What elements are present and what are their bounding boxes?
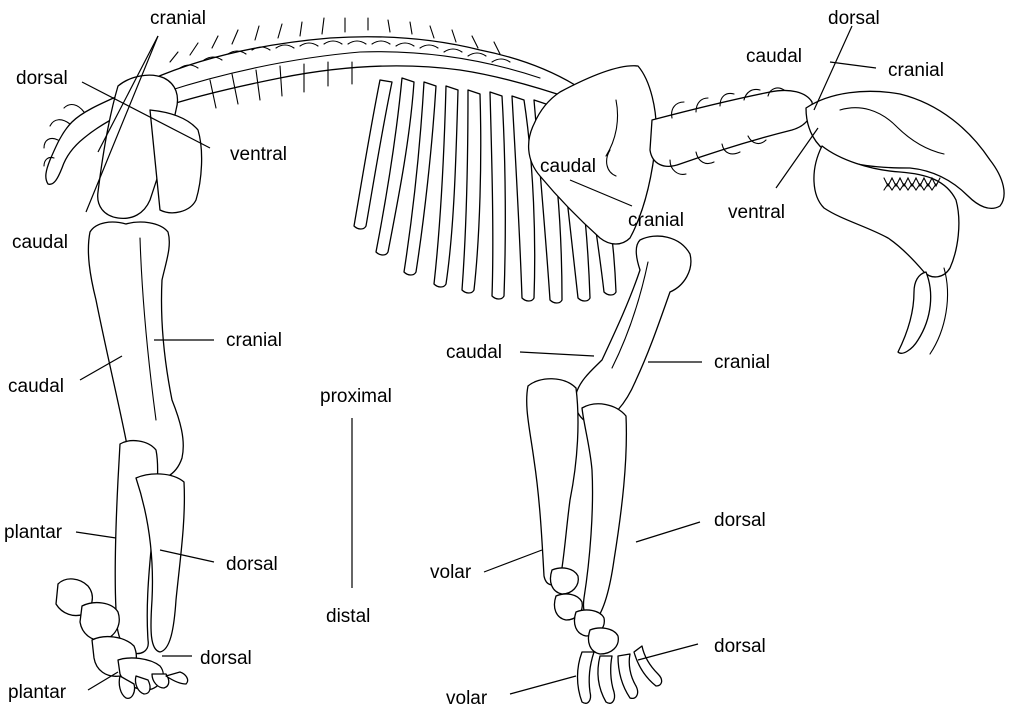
leader-fore-volar-upper — [484, 550, 542, 572]
label-hind-cranial-femur: cranial — [226, 330, 282, 351]
leader-fore-dorsal-foot — [638, 644, 698, 660]
label-hind-ventral: ventral — [230, 144, 287, 165]
leader-fore-volar-lower — [510, 676, 576, 694]
leader-hind-plantar-lower — [88, 672, 118, 690]
vertebral-column — [150, 18, 575, 108]
label-head-caudal: caudal — [746, 46, 802, 67]
label-hind-dorsal-foot: dorsal — [200, 648, 252, 669]
label-fore-cranial-humerus: cranial — [714, 352, 770, 373]
leader-head-ventral — [776, 128, 818, 188]
leader-hind-plantar-upper — [76, 532, 116, 538]
label-hind-dorsal-tibia: dorsal — [226, 554, 278, 575]
hind-limb — [56, 75, 202, 698]
label-head-dorsal: dorsal — [828, 8, 880, 29]
label-hind-caudal-hip: caudal — [12, 232, 68, 253]
leader-fore-dorsal-radius — [636, 522, 700, 542]
label-hind-cranial-top: cranial — [150, 8, 206, 29]
label-hind-plantar-upper: plantar — [4, 522, 63, 543]
neck-and-skull — [650, 88, 1004, 354]
label-fore-caudal-humerus: caudal — [446, 342, 502, 363]
label-head-ventral: ventral — [728, 202, 785, 223]
label-hind-dorsal-top: dorsal — [16, 68, 68, 89]
label-head-cranial: cranial — [888, 60, 944, 81]
label-fore-volar-lower: volar — [446, 688, 488, 709]
label-fore-cranial-scapula: cranial — [628, 210, 684, 231]
label-fore-dorsal-radius: dorsal — [714, 510, 766, 531]
label-fore-caudal-scapula: caudal — [540, 156, 596, 177]
label-fore-dorsal-foot: dorsal — [714, 636, 766, 657]
label-axis-proximal: proximal — [320, 386, 392, 407]
label-fore-volar-upper: volar — [430, 562, 472, 583]
label-axis-distal: distal — [326, 606, 370, 627]
leader-fore-caudal-humerus — [520, 352, 594, 356]
label-hind-caudal-femur: caudal — [8, 376, 64, 397]
label-hind-plantar-lower: plantar — [8, 682, 67, 703]
leader-head-caudal-cranial — [830, 62, 876, 68]
